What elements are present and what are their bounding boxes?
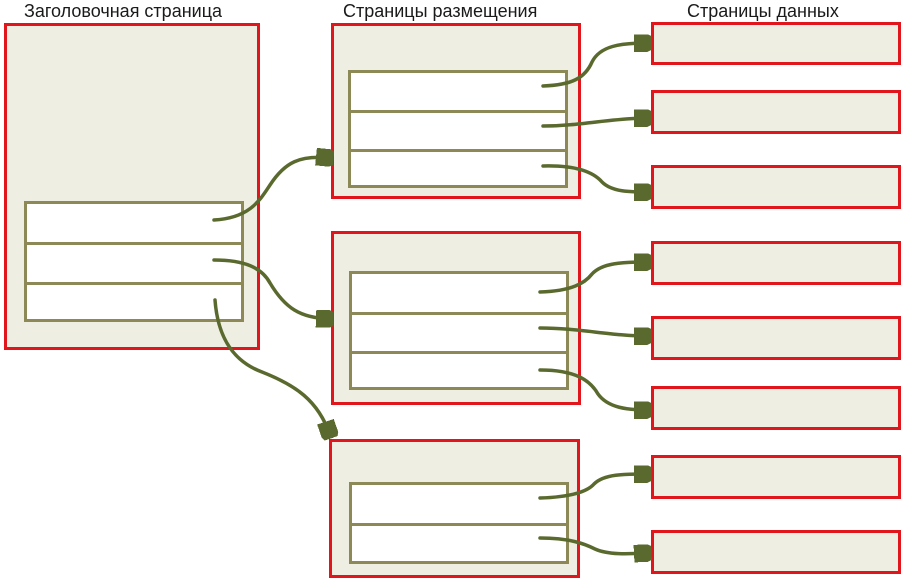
header-slot-2 [27, 242, 241, 282]
placement-1-slot-2 [351, 110, 565, 149]
data-page-1 [651, 22, 901, 65]
data-page-6 [651, 386, 901, 430]
data-page-5 [651, 316, 901, 360]
data-page-8 [651, 530, 901, 574]
placement-3-slot-2 [352, 523, 566, 564]
placement-page-3 [329, 439, 580, 578]
header-slot-1 [27, 204, 241, 242]
placement-page-2-slots [349, 271, 569, 390]
data-page-3 [651, 165, 901, 209]
placement-pages-title: Страницы размещения [343, 1, 538, 21]
header-slot-3 [27, 282, 241, 322]
header-page-title: Заголовочная страница [24, 1, 223, 21]
placement-2-slot-3 [352, 351, 566, 390]
placement-page-2 [331, 231, 581, 405]
header-page [4, 23, 260, 350]
placement-page-1-slots [348, 70, 568, 188]
data-page-7 [651, 455, 901, 499]
placement-2-slot-1 [352, 274, 566, 312]
data-page-4 [651, 241, 901, 285]
placement-1-slot-1 [351, 73, 565, 110]
placement-1-slot-3 [351, 149, 565, 188]
placement-2-slot-2 [352, 312, 566, 351]
data-pages-title: Страницы данных [687, 1, 839, 21]
placement-3-slot-1 [352, 485, 566, 523]
data-page-2 [651, 90, 901, 134]
header-page-slots [24, 201, 244, 322]
placement-page-3-slots [349, 482, 569, 564]
placement-page-1 [331, 23, 581, 199]
